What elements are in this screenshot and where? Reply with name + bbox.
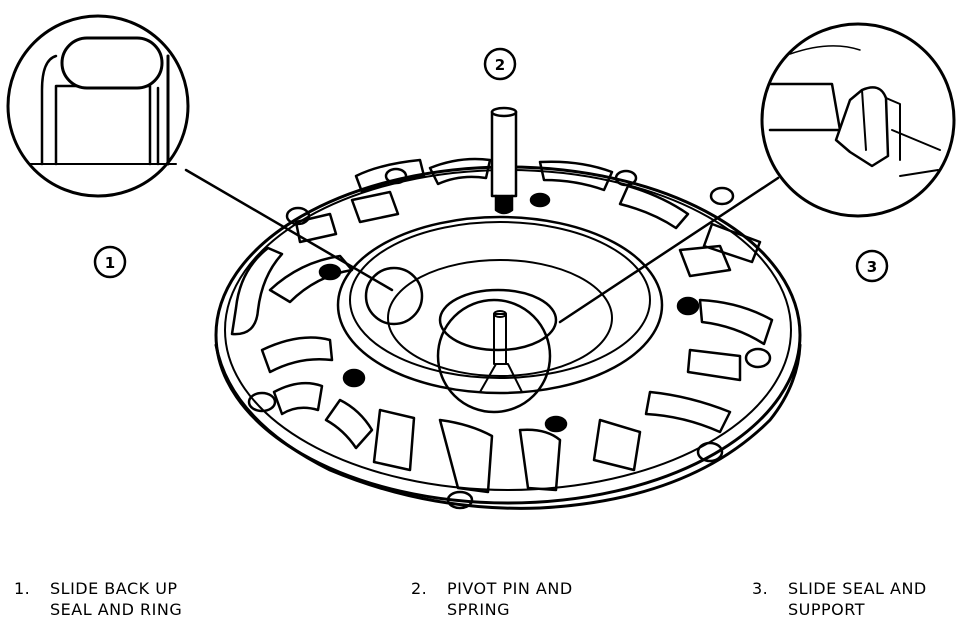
legend-text-line2: SEAL AND RING [50, 600, 183, 619]
legend-number: 2. [411, 579, 428, 598]
svg-text:2: 2 [495, 56, 505, 74]
legend-text-line1: SLIDE SEAL AND [788, 579, 927, 598]
legend-number: 3. [752, 579, 769, 598]
leader-line-1 [184, 168, 394, 292]
magnifier-1 [364, 266, 424, 326]
svg-text:3: 3 [867, 258, 877, 276]
legend-text-line2: SPRING [447, 600, 511, 619]
legend-number: 1. [14, 579, 31, 598]
magnifier-3 [436, 298, 552, 414]
detail-circle-1 [6, 14, 190, 198]
callout-3: 3 [855, 249, 889, 283]
leader-line-3 [558, 176, 780, 324]
legend-text-line1: SLIDE BACK UP [50, 579, 178, 598]
inner-bore [336, 215, 664, 395]
svg-text:1: 1 [105, 254, 115, 272]
pivot-pin-detail [490, 106, 518, 215]
legend-text-line2: SUPPORT [788, 600, 865, 619]
pump-body-diagram: 1 2 3 [6, 14, 956, 510]
callout-1: 1 [93, 245, 127, 279]
detail-circle-3 [760, 22, 956, 218]
legend-text-line1: PIVOT PIN AND [447, 579, 573, 598]
callout-2: 2 [483, 47, 517, 81]
